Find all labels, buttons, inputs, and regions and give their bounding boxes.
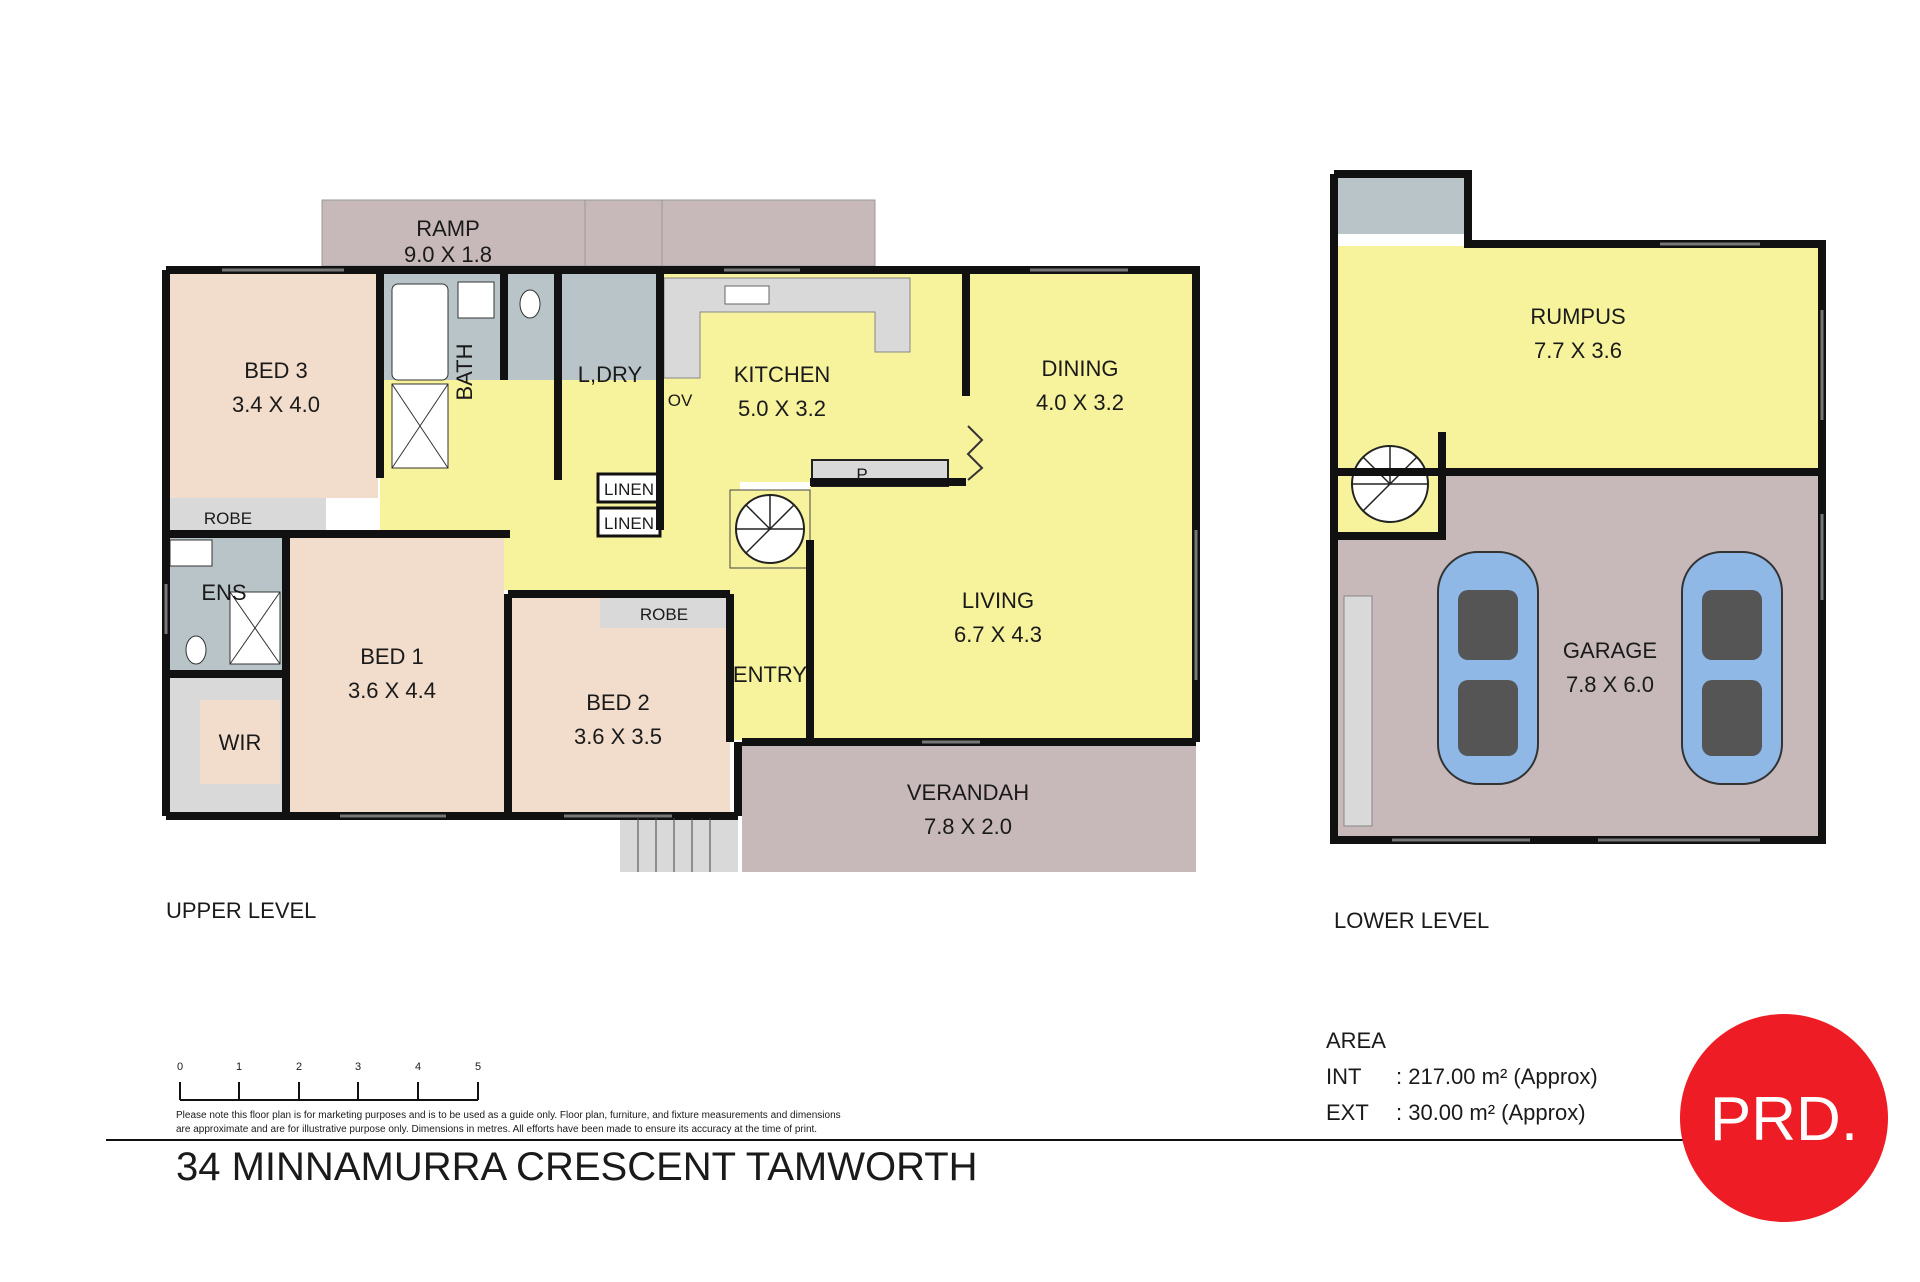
- disclaimer-line: are approximate and are for illustrative…: [176, 1124, 817, 1135]
- scale-tick: 0: [177, 1061, 183, 1073]
- bed1-label: BED 1: [360, 644, 424, 669]
- rumpus-dims: 7.7 X 3.6: [1534, 338, 1622, 363]
- scale-bar: 0 1 2 3 4 5: [177, 1061, 481, 1101]
- scale-tick: 4: [415, 1061, 421, 1073]
- area-int-value: : 217.00 m² (Approx): [1396, 1064, 1598, 1089]
- linen-1-label: LINEN: [604, 480, 654, 499]
- scale-tick: 5: [475, 1061, 481, 1073]
- address-title: 34 MINNAMURRA CRESCENT TAMWORTH: [176, 1145, 978, 1189]
- laundry-label: L,DRY: [578, 362, 643, 387]
- verandah-label: VERANDAH: [907, 780, 1029, 805]
- living-label: LIVING: [962, 588, 1034, 613]
- area-ext-label: EXT: [1326, 1100, 1369, 1125]
- living-floor: [810, 482, 970, 742]
- scale-tick: 3: [355, 1061, 361, 1073]
- bed3-label: BED 3: [244, 358, 308, 383]
- linen-2-label: LINEN: [604, 514, 654, 533]
- verandah-dims: 7.8 X 2.0: [924, 814, 1012, 839]
- ramp-label: RAMP: [416, 216, 480, 241]
- oven-label: OV: [668, 391, 693, 410]
- lower-level-plan: [1330, 170, 1826, 844]
- bed3-floor: [166, 270, 378, 498]
- bed2-dims: 3.6 X 3.5: [574, 724, 662, 749]
- bed1-floor: [286, 534, 504, 816]
- car-icon: [1681, 551, 1783, 785]
- prd-logo-text: PRD.: [1710, 1085, 1858, 1154]
- bed3-dims: 3.4 X 4.0: [232, 392, 320, 417]
- pantry-label: P: [856, 465, 867, 484]
- wc-floor: [504, 270, 556, 380]
- kitchen-label: KITCHEN: [734, 362, 831, 387]
- disclaimer-line: Please note this floor plan is for marke…: [176, 1110, 841, 1121]
- garage-dims: 7.8 X 6.0: [1566, 672, 1654, 697]
- ramp-dims: 9.0 X 1.8: [404, 242, 492, 267]
- upper-level-plan: [162, 199, 1200, 872]
- ramp-area: [321, 199, 876, 267]
- prd-logo: PRD.: [1680, 1014, 1888, 1222]
- scale-tick: 2: [296, 1061, 302, 1073]
- verandah-floor: [742, 742, 1196, 872]
- area-int-label: INT: [1326, 1064, 1361, 1089]
- entry-label: ENTRY: [733, 662, 807, 687]
- area-heading: AREA: [1326, 1028, 1386, 1053]
- dining-dims: 4.0 X 3.2: [1036, 390, 1124, 415]
- robe-3-label: ROBE: [204, 509, 252, 528]
- garage-label: GARAGE: [1563, 638, 1657, 663]
- rumpus-label: RUMPUS: [1530, 304, 1625, 329]
- bed2-floor: [508, 594, 730, 816]
- ens-label: ENS: [201, 580, 246, 605]
- kitchen-dims: 5.0 X 3.2: [738, 396, 826, 421]
- lower-level-caption: LOWER LEVEL: [1334, 908, 1489, 933]
- wir-label: WIR: [219, 730, 262, 755]
- scale-tick: 1: [236, 1061, 242, 1073]
- bed1-dims: 3.6 X 4.4: [348, 678, 436, 703]
- bath-label: BATH: [452, 343, 477, 400]
- living-dims: 6.7 X 4.3: [954, 622, 1042, 647]
- car-icon: [1437, 551, 1539, 785]
- upper-level-caption: UPPER LEVEL: [166, 898, 316, 923]
- stairs-steps: [620, 818, 738, 872]
- bed2-label: BED 2: [586, 690, 650, 715]
- dining-floor: [966, 270, 1192, 742]
- area-ext-value: : 30.00 m² (Approx): [1396, 1100, 1586, 1125]
- dining-label: DINING: [1042, 356, 1119, 381]
- robe-2-label: ROBE: [640, 605, 688, 624]
